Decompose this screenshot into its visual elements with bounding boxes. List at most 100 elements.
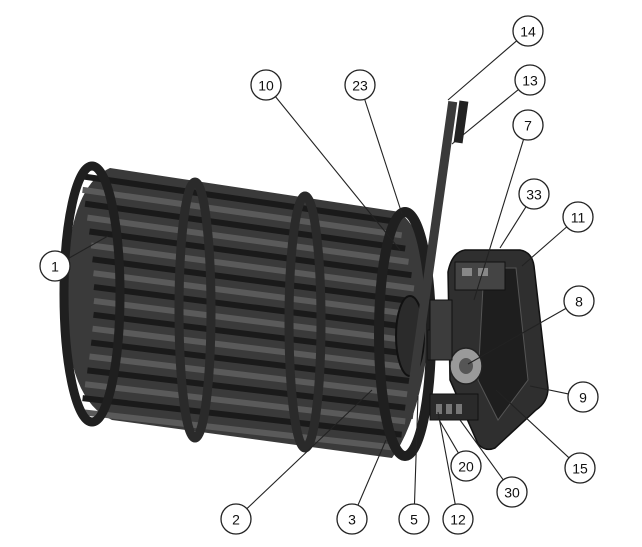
callout-13: 13	[514, 64, 546, 96]
motor-housing	[429, 249, 549, 451]
leader-line-20	[437, 417, 459, 454]
callout-circle	[220, 503, 252, 535]
callout-number: 5	[410, 512, 418, 528]
callout-number: 30	[504, 485, 520, 501]
blower-vane	[92, 256, 417, 305]
leader-line-11	[521, 226, 568, 267]
callout-1: 1	[39, 250, 71, 282]
leader-line-10	[275, 96, 401, 251]
callout-2: 2	[220, 503, 252, 535]
callout-circle	[512, 109, 544, 141]
callout-circle	[562, 201, 594, 233]
callout-circle	[496, 476, 528, 508]
blower-rim-ring-2	[284, 191, 326, 453]
motor-connector-slot-1	[462, 268, 472, 276]
callout-number: 2	[232, 512, 240, 528]
callout-circle	[344, 69, 376, 101]
callout-33: 33	[518, 178, 550, 210]
blower-rim-ring-1	[174, 177, 216, 443]
blower-vane	[79, 173, 399, 225]
callout-3: 3	[336, 503, 368, 535]
blower-vane	[93, 311, 418, 358]
blower-vane	[82, 395, 403, 438]
callout-circle	[567, 381, 599, 413]
motor-side-block	[429, 299, 453, 361]
callout-11: 11	[562, 201, 594, 233]
leader-line-12	[437, 411, 456, 505]
blower-vane	[93, 270, 418, 319]
leader-lines	[67, 40, 570, 510]
callout-number: 12	[450, 512, 466, 528]
callout-circle	[512, 15, 544, 47]
callout-number: 20	[458, 459, 474, 475]
blower-vane	[79, 409, 399, 451]
callout-circle	[250, 69, 282, 101]
callout-number: 23	[352, 78, 368, 94]
callout-number: 8	[575, 294, 583, 310]
blower-vane	[89, 228, 412, 279]
callout-10: 10	[250, 69, 282, 101]
blower-vane	[82, 186, 403, 239]
leader-line-3	[357, 439, 387, 506]
callout-23: 23	[344, 69, 376, 101]
callout-number: 11	[571, 210, 586, 226]
callout-number: 10	[258, 78, 274, 94]
callout-20: 20	[450, 450, 482, 482]
callout-5: 5	[398, 503, 430, 535]
leader-line-15	[495, 389, 570, 459]
callout-number: 7	[524, 118, 532, 134]
callout-8: 8	[563, 285, 595, 317]
leader-line-33	[499, 206, 527, 249]
callout-number: 15	[572, 461, 588, 477]
callout-number: 33	[526, 187, 542, 203]
leader-line-7	[473, 139, 525, 301]
callout-number: 14	[520, 24, 536, 40]
leader-line-2	[246, 389, 373, 510]
callout-15: 15	[564, 452, 596, 484]
leader-line-5	[413, 395, 419, 505]
callout-circle	[336, 503, 368, 535]
blower-vane	[90, 242, 415, 292]
callout-circle	[442, 503, 474, 535]
leader-line-1	[67, 235, 109, 260]
leader-line-8	[467, 307, 567, 365]
blower-wheel	[59, 161, 436, 461]
blower-vane	[84, 200, 406, 252]
blower-vanes	[79, 173, 419, 451]
callout-number: 9	[579, 390, 587, 406]
motor-terminal-pin-3	[456, 404, 462, 414]
blower-left-rim	[59, 161, 125, 427]
leader-line-13	[451, 89, 519, 145]
blower-vane	[90, 339, 415, 385]
callout-number: 1	[51, 259, 59, 275]
callout-30: 30	[496, 476, 528, 508]
motor-terminal-pin-1	[436, 404, 442, 414]
callout-12: 12	[442, 503, 474, 535]
callout-circle	[450, 450, 482, 482]
leader-line-9	[529, 385, 569, 395]
leader-line-23	[364, 99, 403, 215]
callout-circle	[39, 250, 71, 282]
callout-circle	[563, 285, 595, 317]
callout-number: 3	[348, 512, 356, 528]
callout-circle	[564, 452, 596, 484]
motor-terminal-pin-2	[446, 404, 452, 414]
blower-vane	[93, 284, 419, 332]
callout-circle	[398, 503, 430, 535]
callout-circle	[518, 178, 550, 210]
motor-cap-center	[459, 358, 473, 374]
blower-vane	[84, 381, 406, 425]
callout-14: 14	[512, 15, 544, 47]
leader-line-30	[459, 419, 504, 481]
blower-vane	[86, 214, 409, 265]
blower-vane	[87, 367, 409, 412]
callout-circle	[514, 64, 546, 96]
blower-vane	[92, 325, 417, 372]
blower-vane	[89, 353, 412, 398]
callout-9: 9	[567, 381, 599, 413]
callout-number: 13	[522, 73, 538, 89]
leader-line-14	[447, 40, 518, 101]
blower-vane	[93, 297, 419, 345]
